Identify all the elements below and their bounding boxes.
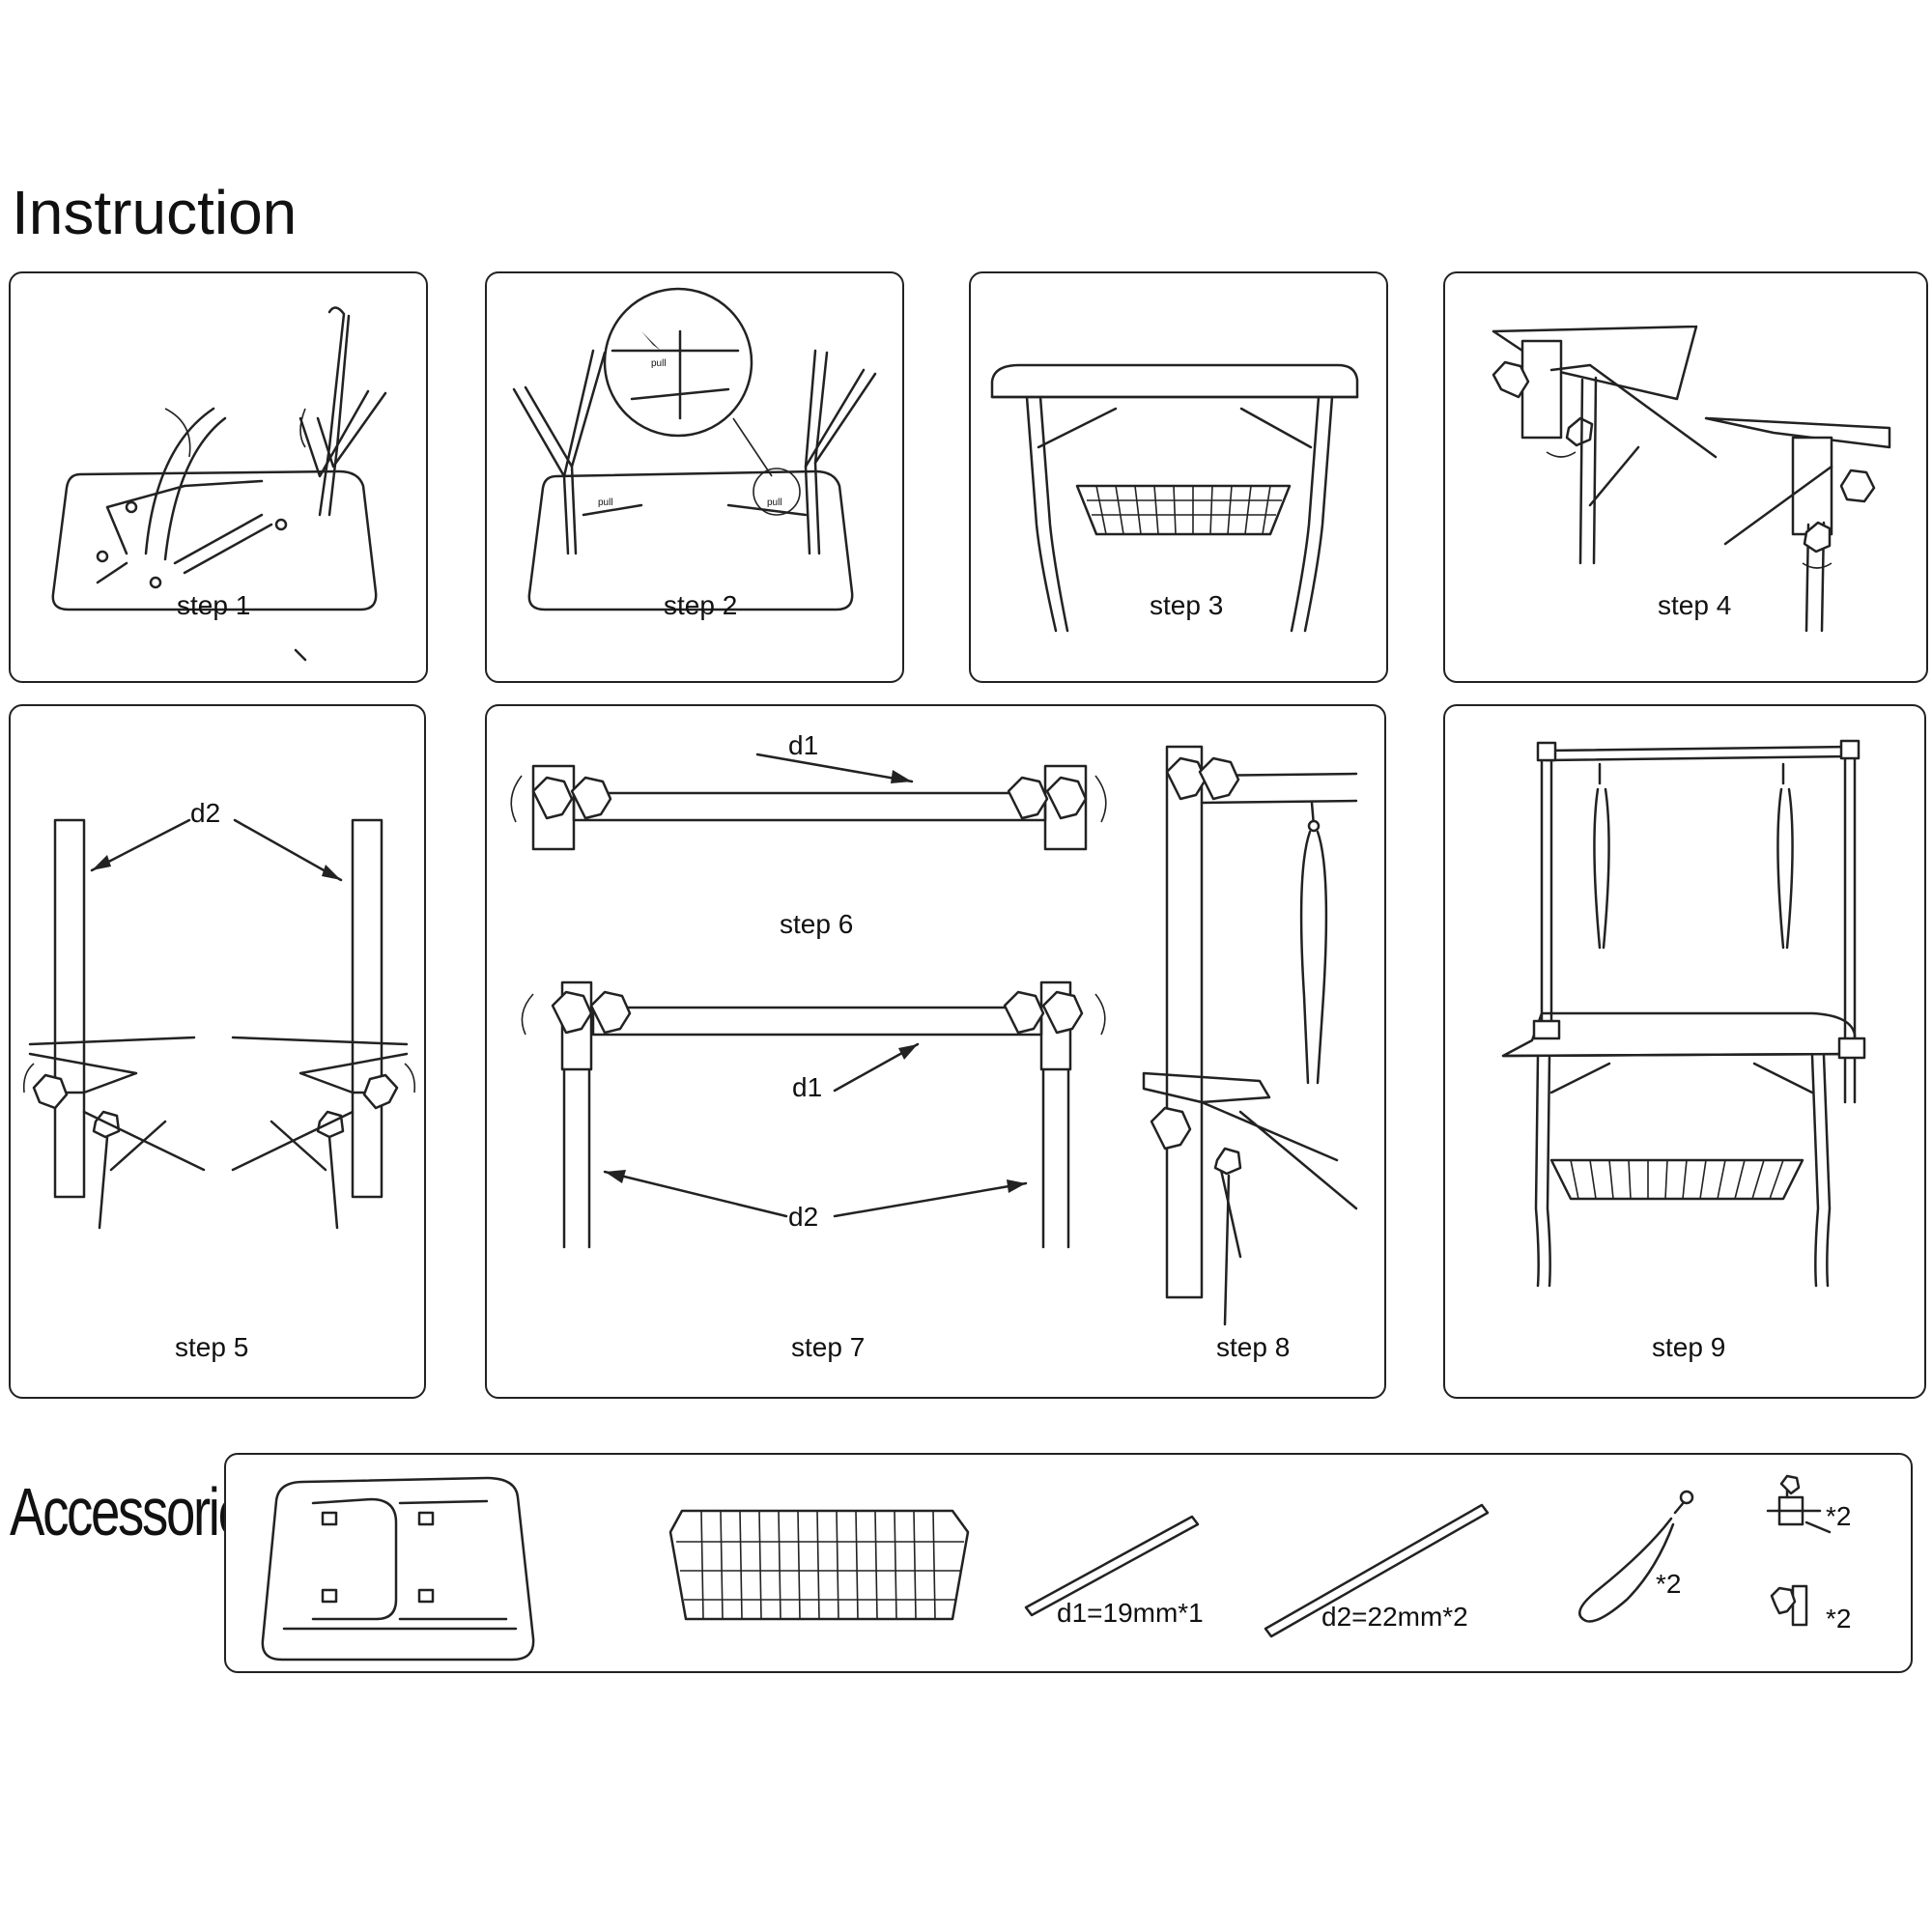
accessory-knob-qty: *2 <box>1826 1604 1852 1634</box>
step-4-illustration <box>1492 325 1891 633</box>
step-9-panel: step 9 <box>1443 704 1926 1399</box>
step-5-illustration: d2 <box>22 798 416 1230</box>
step-8-label: step 8 <box>1216 1332 1291 1362</box>
step-6-label: step 6 <box>780 909 854 939</box>
wire-basket-icon <box>668 1509 970 1621</box>
step-5-panel: d2 step 5 <box>9 704 426 1399</box>
step-5-d2-callout: d2 <box>190 798 220 828</box>
step-4-panel: step 4 <box>1443 271 1928 683</box>
step-9-illustration <box>1501 739 1866 1288</box>
accessory-clamp-qty: *2 <box>1826 1501 1852 1531</box>
accessories-illustration <box>261 1474 1832 1662</box>
step-9-label: step 9 <box>1652 1332 1726 1362</box>
step-1-panel: step 1 <box>9 271 428 683</box>
rod-d1-icon <box>1024 1515 1200 1617</box>
step-1-label: step 1 <box>177 590 251 620</box>
step-2-pull-label-left: pull <box>598 497 613 508</box>
accessories-panel: d1=19mm*1 d2=22mm*2 *2 *2 *2 <box>224 1453 1913 1673</box>
step-3-panel: step 3 <box>969 271 1388 683</box>
step-2-pull-label-right: pull <box>767 497 782 508</box>
step-2-illustration: pull pull pull <box>512 287 877 611</box>
rod-d2-icon <box>1264 1503 1490 1638</box>
steps-6-7-8-illustration: d1 d1 d2 <box>510 730 1358 1326</box>
clamp-icon <box>1766 1474 1832 1534</box>
leash-icon <box>1578 1499 1687 1623</box>
step-2-panel: pull pull pull step 2 <box>485 271 904 683</box>
step-6-d1-callout: d1 <box>788 730 818 760</box>
step-1-illustration <box>51 306 387 662</box>
knob-icon <box>1770 1584 1808 1627</box>
steps-6-7-8-panel: d1 d1 d2 step 6 step 7 step 8 <box>485 704 1386 1399</box>
accessory-d1-label: d1=19mm*1 <box>1057 1598 1204 1628</box>
page-title: Instruction <box>12 178 298 247</box>
step-5-label: step 5 <box>175 1332 249 1362</box>
step-7-d1-callout: d1 <box>792 1072 822 1102</box>
step-2-pull-label: pull <box>651 358 667 369</box>
step-2-label: step 2 <box>664 590 738 620</box>
folded-table-icon <box>261 1476 535 1662</box>
accessory-leash-qty: *2 <box>1656 1569 1682 1599</box>
step-4-label: step 4 <box>1658 590 1732 620</box>
step-7-label: step 7 <box>791 1332 866 1362</box>
step-3-illustration <box>990 363 1359 633</box>
step-3-label: step 3 <box>1150 590 1224 620</box>
step-7-d2-callout: d2 <box>788 1202 818 1232</box>
accessory-d2-label: d2=22mm*2 <box>1321 1602 1468 1632</box>
